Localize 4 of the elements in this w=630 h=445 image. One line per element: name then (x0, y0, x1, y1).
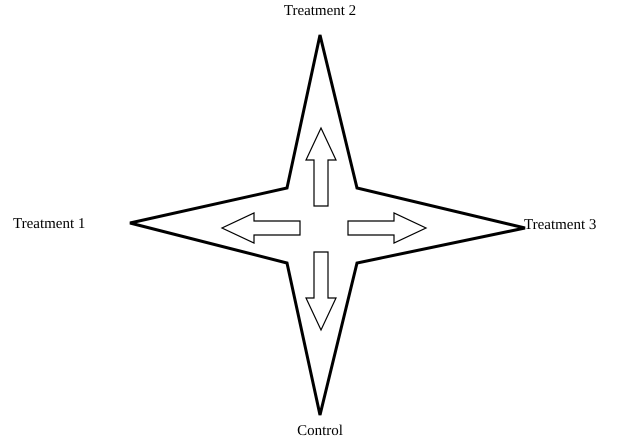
treatment-label: Treatment 1 (13, 217, 86, 232)
treatment-label: Treatment 3 (524, 218, 596, 233)
treatment-label: Control (297, 424, 343, 439)
treatment-label: Treatment 2 (284, 4, 356, 19)
